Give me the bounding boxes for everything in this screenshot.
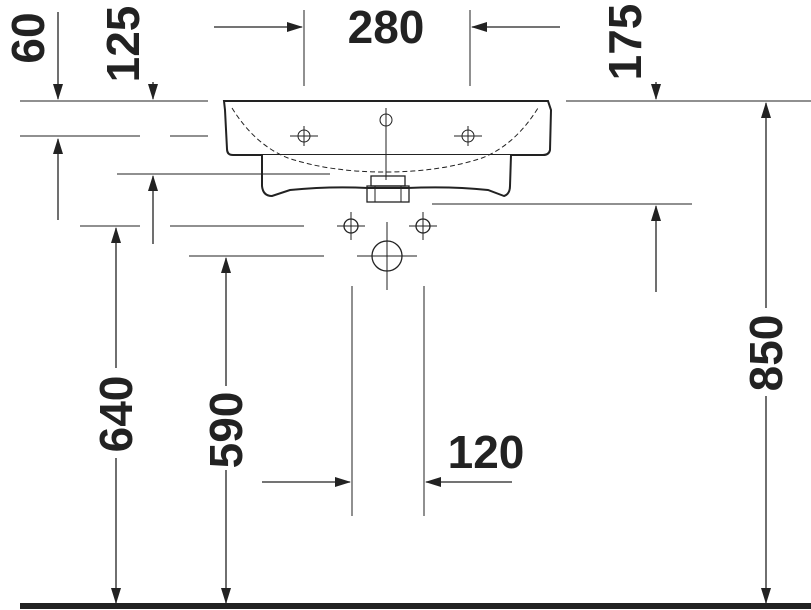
dim-60-label: 60 — [2, 12, 54, 63]
dim-280-label: 280 — [348, 1, 425, 53]
dim-850-label: 850 — [740, 315, 792, 392]
washbasin — [222, 100, 553, 203]
supply-connection-right — [409, 212, 437, 240]
dim-120-label: 120 — [448, 426, 525, 478]
dim-640-label: 640 — [90, 376, 142, 453]
tap-hole-left — [290, 126, 318, 146]
waste-outlet — [366, 175, 410, 203]
drain-connection — [357, 222, 417, 290]
tap-hole-center — [379, 108, 393, 180]
dimension-arrows — [53, 12, 771, 604]
tap-hole-right — [454, 126, 482, 146]
bowl-hidden-line — [231, 107, 539, 173]
dim-125-label: 125 — [97, 6, 149, 83]
dim-175-label: 175 — [599, 4, 651, 81]
extension-lines — [20, 10, 811, 516]
supply-connection-left — [337, 212, 365, 240]
dim-590-label: 590 — [200, 392, 252, 469]
